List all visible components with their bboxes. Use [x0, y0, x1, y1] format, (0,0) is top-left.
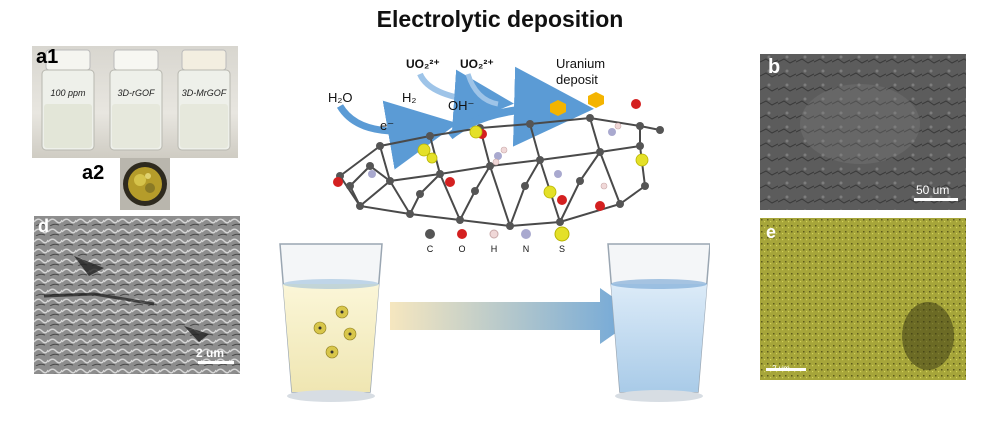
legend-swatch-n [521, 229, 531, 239]
contaminated-water-glass [279, 243, 383, 402]
h2o-label: H₂O [328, 90, 353, 105]
legend-swatch-s [554, 226, 570, 242]
legend-label-n: N [523, 244, 530, 254]
h2-label: H₂ [402, 90, 416, 105]
panel-b-label: b [768, 56, 781, 78]
uo2-arrow-right [465, 73, 499, 107]
panel-e-scalebar [766, 368, 806, 371]
panel-e-label: e [766, 222, 777, 242]
vials-illustration: 100 ppm 3D-rGOF 3D-MrGOF [41, 49, 231, 151]
panel-a1-photo: 100 ppm 3D-rGOF 3D-MrGOF [32, 46, 238, 158]
panel-d-scalebar-label: 2 um [196, 346, 225, 360]
panel-d-scalebar [198, 361, 234, 364]
legend-label-o: O [458, 244, 465, 254]
vial-1 [41, 49, 95, 151]
oh-label: OH⁻ [448, 98, 474, 113]
panel-e-eds-map [760, 218, 966, 380]
uo2-label-right: UO₂²⁺ [460, 57, 494, 71]
h2o-arrow [336, 100, 458, 170]
legend-swatch-o [457, 229, 467, 239]
purification-arrow [390, 288, 640, 344]
deposit-label-line1: Uranium [556, 56, 605, 71]
legend-label-c: C [427, 244, 434, 254]
uo2-arrow-left [417, 69, 514, 130]
water-purification-illustration [279, 243, 710, 402]
legend-label-s: S [559, 244, 565, 254]
electron-label: e⁻ [380, 118, 394, 133]
panel-b-scalebar [914, 198, 958, 201]
panel-d-label: d [38, 216, 49, 236]
element-legend: C O H N S [425, 226, 570, 254]
oh-arrow [447, 66, 594, 147]
vial-2 [109, 49, 163, 151]
panel-a2-label: a2 [82, 162, 105, 184]
clean-water-glass [607, 243, 710, 402]
panel-b-scalebar-label: 50 um [916, 183, 950, 197]
deposit-label-line2: deposit [556, 72, 598, 87]
figure-title: Electrolytic deposition [376, 6, 624, 32]
legend-swatch-h [489, 229, 499, 239]
panel-d-sem-image [34, 216, 240, 374]
panel-e-scalebar-label: 2 um [772, 364, 790, 373]
vial-2-label: 3D-rGOF [118, 88, 156, 98]
panel-a1-label: a1 [36, 46, 59, 68]
vial-1-label: 100 ppm [50, 88, 86, 98]
lattice-atoms [333, 92, 664, 230]
uo2-label-left: UO₂²⁺ [406, 57, 440, 71]
uranium-deposit-hex-1 [550, 100, 566, 116]
vial-3-label: 3D-MrGOF [182, 88, 227, 98]
uranium-deposit-hex-2 [588, 92, 604, 108]
legend-label-h: H [491, 244, 498, 254]
vial-3 [177, 49, 231, 151]
panel-b-sem-image [760, 54, 966, 210]
mechanism-diagram: UO₂²⁺ UO₂²⁺ H₂O H₂ e⁻ OH⁻ Uranium deposi… [328, 56, 664, 254]
legend-swatch-c [425, 229, 435, 239]
panel-a2-photo [120, 158, 170, 210]
